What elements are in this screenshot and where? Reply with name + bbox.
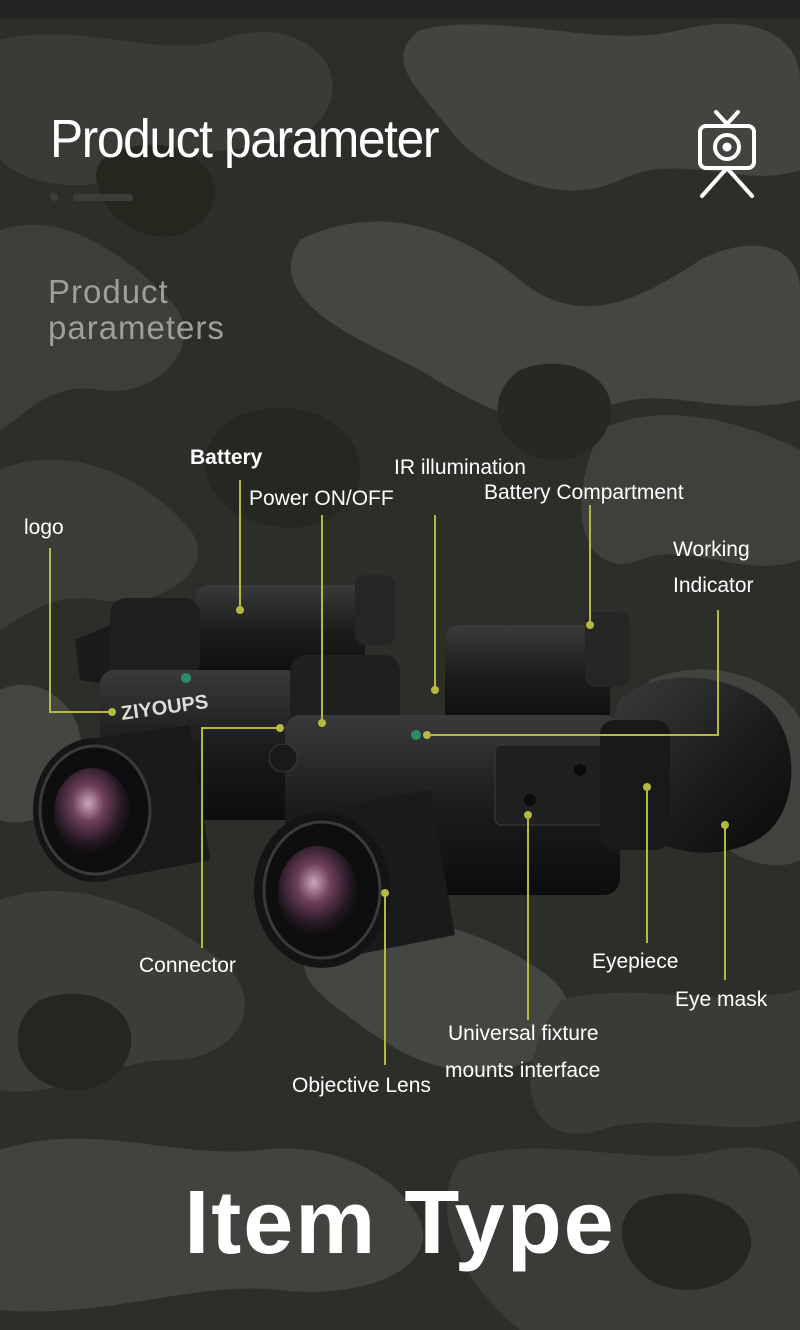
label-working-indicator-line-1: Working [673, 538, 750, 561]
label-power-switch: Power ON/OFF [249, 487, 394, 510]
label-working-indicator-line-2: Indicator [673, 574, 754, 597]
label-ir-illumination: IR illumination [394, 456, 526, 479]
page-title: Product parameter [50, 109, 439, 169]
label-battery-compartment: Battery Compartment [484, 481, 684, 504]
night-vision-binocular-image: ZIYOUPS [33, 575, 792, 968]
label-universal-mount-line-2: mounts interface [445, 1059, 601, 1082]
label-logo: logo [24, 516, 64, 539]
label-objective-lens: Objective Lens [292, 1074, 431, 1097]
subtitle-line-2: parameters [48, 309, 225, 346]
subtitle-line-1: Product [48, 273, 169, 310]
label-universal-mount-line-1: Universal fixture [448, 1022, 599, 1045]
top-bar [0, 0, 800, 18]
label-eye-mask: Eye mask [675, 988, 768, 1011]
label-connector: Connector [139, 954, 236, 977]
decor-dash [73, 194, 133, 201]
item-type-heading: Item Type [184, 1173, 616, 1273]
camera-tripod-icon [698, 110, 756, 198]
decor-dot [50, 193, 58, 201]
section-subtitle: Product parameters [48, 274, 225, 346]
label-battery: Battery [190, 446, 263, 469]
label-eyepiece: Eyepiece [592, 950, 679, 973]
